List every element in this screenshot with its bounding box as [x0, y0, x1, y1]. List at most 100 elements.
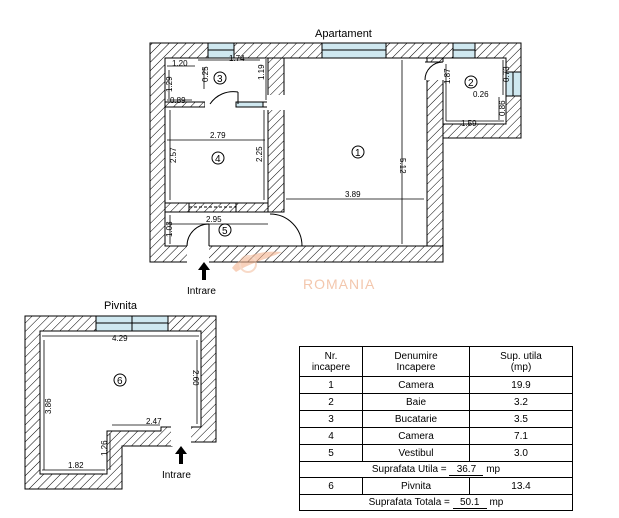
door-gap-3-4 [205, 101, 238, 108]
usable-area-unit: mp [486, 463, 501, 475]
cell: 19.9 [469, 376, 573, 394]
partition-4-5a [164, 202, 190, 213]
dim-label: 2.79 [210, 131, 226, 140]
dim-label: 1.26 [100, 440, 109, 456]
cell: Baie [362, 393, 470, 411]
cell: 3 [299, 410, 363, 428]
partition-4-5b [235, 202, 269, 213]
dim-label: 2.60 [191, 370, 200, 386]
basement-entrance-arrow-icon [175, 446, 187, 464]
dim-label: 0.86 [498, 100, 507, 116]
room-3-floor [164, 57, 269, 103]
wall-room1-bath [426, 57, 444, 247]
apartment-dimension-labels: 1.20 1.74 0.25 1.29 1.19 0.89 2.79 2.57 … [165, 54, 511, 237]
cell: 5 [299, 444, 363, 462]
dim-label: 1.59 [461, 119, 477, 128]
header-text: Nr. incapere [311, 350, 351, 373]
cell: 1 [299, 376, 363, 394]
header-text: Sup. utila (mp) [500, 350, 542, 373]
room-4-floor [164, 106, 269, 204]
cell: 3.5 [469, 410, 573, 428]
dim-label: 0.26 [473, 90, 489, 99]
entrance-gap [187, 245, 209, 263]
total-area-cell: Suprafata Totala = 50.1 mp [299, 494, 573, 511]
legend-header-area: Sup. utila (mp) [469, 346, 573, 377]
total-area-label: Suprafata Totala = [368, 496, 450, 508]
cell: 3.2 [469, 393, 573, 411]
cell: 6 [299, 477, 363, 495]
basement-door-gap [171, 426, 191, 446]
dim-label: 1.29 [165, 76, 174, 92]
cell: 13.4 [469, 477, 573, 495]
room-6-floor [39, 330, 202, 475]
legend-header-row: Nr. incapere Denumire Incapere Sup. util… [299, 346, 573, 377]
basement-entrance-label: Intrare [162, 470, 191, 481]
entrance-label: Intrare [187, 286, 216, 297]
dim-label: 5.12 [398, 158, 407, 174]
room-number-6: 6 [117, 376, 123, 387]
watermark-text: ROMANIA [303, 276, 375, 292]
dim-label: 0.73 [502, 66, 511, 82]
dim-label: 1.20 [172, 59, 188, 68]
room-number-2: 2 [468, 78, 474, 89]
cell: 3.0 [469, 444, 573, 462]
usable-area-label: Suprafata Utila = [371, 463, 447, 475]
dim-label: 2.47 [146, 417, 162, 426]
room-number-5: 5 [222, 226, 228, 237]
cell: Pivnita [362, 477, 470, 495]
cell: Camera [362, 427, 470, 445]
cell: Bucatarie [362, 410, 470, 428]
apartment-title: Apartament [315, 28, 372, 40]
room-number-markers [211, 71, 478, 237]
dim-label: 1.03 [165, 221, 174, 237]
cell: 7.1 [469, 427, 573, 445]
cell: Vestibul [362, 444, 470, 462]
basement-plan: 4.29 3.86 2.60 2.47 1.26 1.82 6 Pivnita … [24, 300, 217, 490]
dim-label: 3.89 [345, 190, 361, 199]
total-area-row: Suprafata Totala = 50.1 mp [299, 494, 573, 511]
usable-area-row: Suprafata Utila = 36.7 mp [299, 461, 573, 478]
room-number-1: 1 [355, 148, 361, 159]
vestibul-opening [270, 212, 286, 246]
room-number-3: 3 [217, 74, 223, 85]
dim-label: 1.82 [68, 461, 84, 470]
usable-area-value: 36.7 [449, 464, 484, 476]
area-legend-table: Nr. incapere Denumire Incapere Sup. util… [299, 346, 573, 511]
legend-header-nr: Nr. incapere [299, 346, 363, 377]
dim-label: 1.74 [229, 54, 245, 63]
room-5-floor [164, 211, 285, 247]
legend-header-name: Denumire Incapere [362, 346, 470, 377]
dim-label: 2.57 [169, 147, 178, 163]
dim-label: 1.87 [443, 68, 452, 84]
total-area-value: 50.1 [452, 497, 487, 509]
dim-label: 1.19 [257, 64, 266, 80]
basement-windows [95, 315, 169, 332]
room-1-floor [283, 57, 428, 247]
dim-label: 4.29 [112, 334, 128, 343]
dimension-lines [167, 59, 504, 244]
total-area-unit: mp [489, 496, 504, 508]
dim-label: 2.25 [255, 146, 264, 162]
basement-title: Pivnita [104, 300, 138, 312]
cell: 4 [299, 427, 363, 445]
dim-label: 2.95 [206, 215, 222, 224]
apartment-windows [207, 42, 522, 108]
cell: Camera [362, 376, 470, 394]
dim-label: 3.86 [44, 398, 53, 414]
door-gap-bath [426, 62, 444, 80]
dim-label: 0.25 [201, 66, 210, 82]
cell: 2 [299, 393, 363, 411]
watermark-logo [232, 251, 282, 273]
usable-area-cell: Suprafata Utila = 36.7 mp [299, 461, 573, 478]
door-gap-kitchen [267, 95, 285, 110]
entrance-arrow-icon [198, 262, 210, 280]
room-6-marker [113, 373, 127, 387]
